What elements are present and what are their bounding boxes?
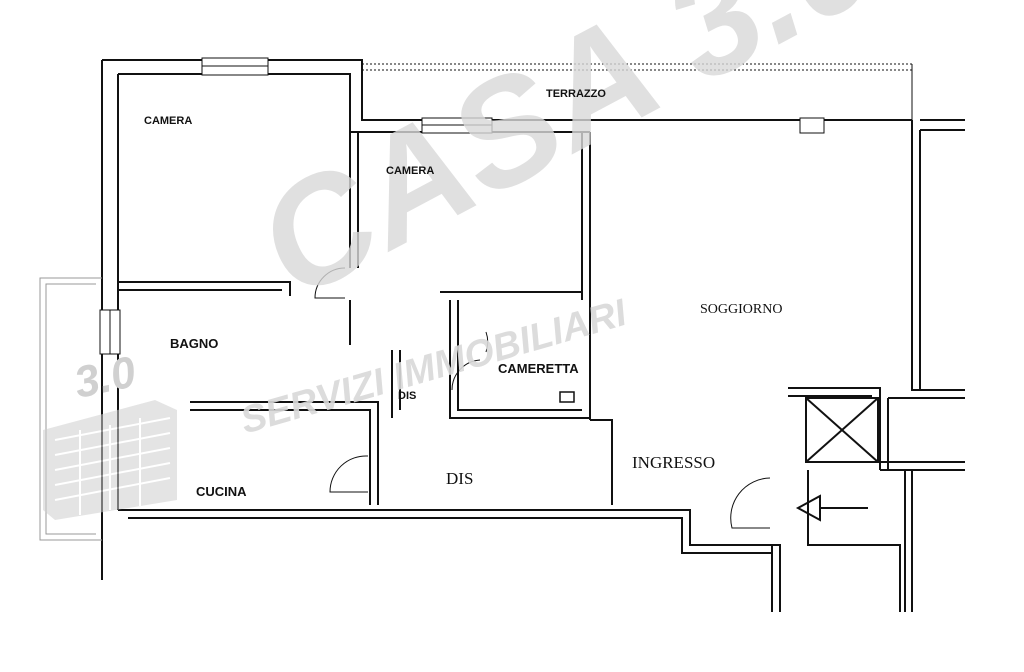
room-label-cucina: CUCINA	[196, 484, 247, 499]
room-label-cameretta: CAMERETTA	[498, 361, 579, 376]
room-label-camera-1: CAMERA	[144, 115, 193, 127]
room-label-dis-small: DIS	[398, 390, 417, 402]
fixture	[559, 391, 575, 403]
room-label-dis-large: DIS	[446, 469, 474, 488]
elevator-shaft	[805, 397, 879, 463]
terrace-railing	[362, 63, 913, 120]
room-label-soggiorno: SOGGIORNO	[700, 302, 783, 317]
windows	[99, 57, 825, 355]
room-label-ingresso: INGRESSO	[632, 453, 716, 472]
door-swings	[314, 267, 771, 529]
walls	[101, 59, 965, 612]
room-label-camera-2: CAMERA	[386, 165, 435, 177]
room-label-bagno: BAGNO	[170, 336, 219, 351]
left-balcony	[39, 277, 102, 541]
entrance-arrow-icon	[795, 494, 868, 522]
watermark-building-icon	[43, 400, 177, 520]
room-label-terrazzo: TERRAZZO	[546, 88, 606, 100]
